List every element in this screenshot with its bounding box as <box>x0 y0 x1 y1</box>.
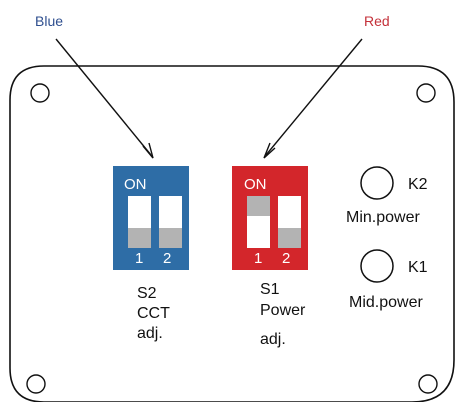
s1-switch-1[interactable] <box>247 196 270 248</box>
red-callout-label: Red <box>364 13 390 29</box>
mounting-hole-top-left <box>30 83 50 103</box>
s2-switch-1-number: 1 <box>135 250 144 267</box>
s2-switch-2-number: 2 <box>163 250 172 267</box>
k1-caption: Mid.power <box>349 294 423 311</box>
blue-callout-label: Blue <box>35 13 64 29</box>
mounting-hole-bottom-right <box>418 374 438 394</box>
s1-function-label: Power <box>260 302 306 319</box>
s2-on-label: ON <box>124 176 147 193</box>
k2-caption: Min.power <box>346 209 420 226</box>
s1-function-label-2: adj. <box>260 331 286 348</box>
s1-switch-1-number: 1 <box>254 250 263 267</box>
blue-callout-arrow <box>55 38 154 159</box>
mounting-hole-top-right <box>416 83 436 103</box>
red-callout-arrow <box>263 38 363 159</box>
k2-button[interactable] <box>360 166 394 200</box>
k1-label: K1 <box>408 259 428 276</box>
s2-name-label: S2 <box>137 285 157 302</box>
s2-function-label-2: adj. <box>137 325 163 342</box>
k1-button[interactable] <box>360 249 394 283</box>
s2-function-label: CCT <box>137 305 170 322</box>
mounting-hole-bottom-left <box>26 374 46 394</box>
s2-switch-2[interactable] <box>159 196 182 248</box>
s2-switch-1[interactable] <box>128 196 151 248</box>
s1-switch-2[interactable] <box>278 196 301 248</box>
k2-label: K2 <box>408 176 428 193</box>
s1-switch-2-number: 2 <box>282 250 291 267</box>
s1-name-label: S1 <box>260 281 280 298</box>
s1-on-label: ON <box>244 176 267 193</box>
